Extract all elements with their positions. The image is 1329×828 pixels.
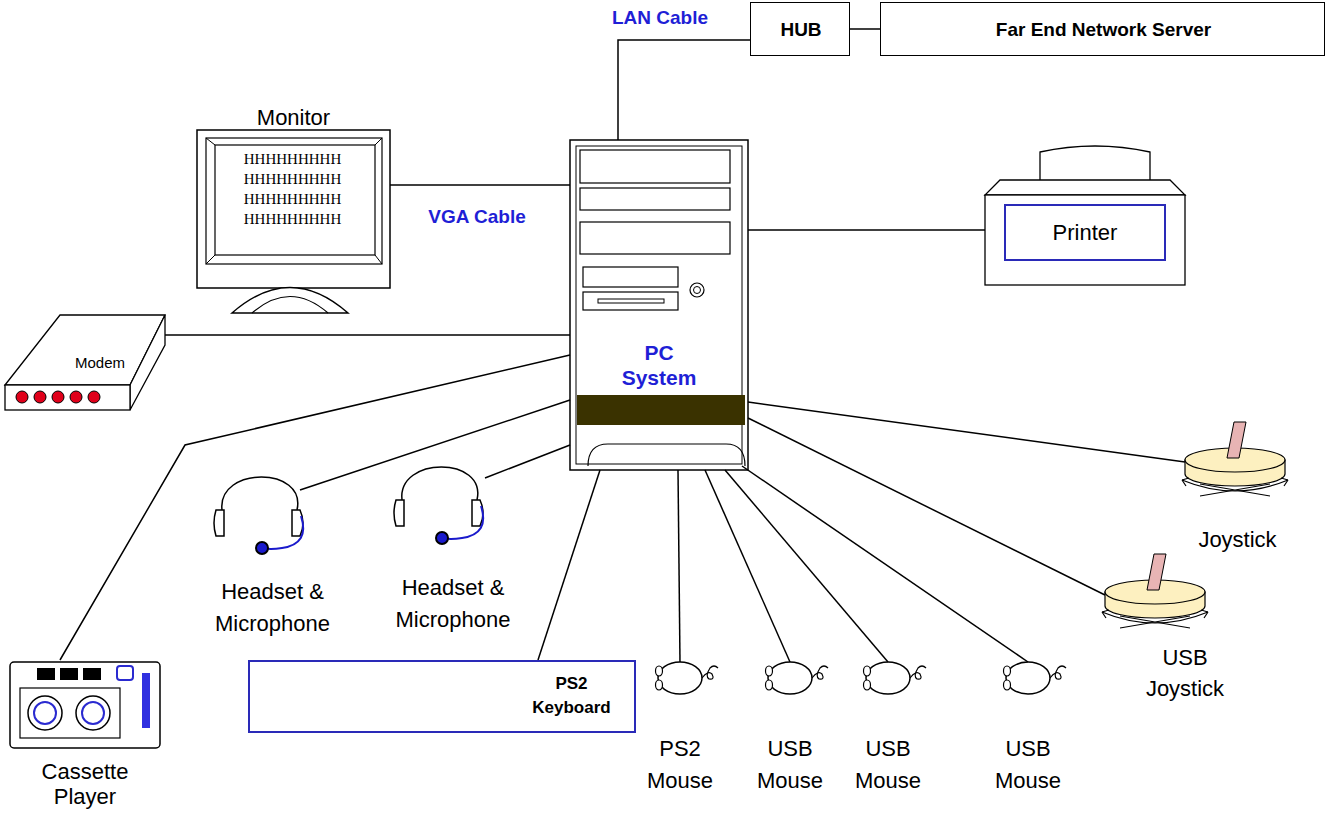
device-label: Monitor: [197, 105, 390, 130]
modem-device: Modem: [5, 315, 170, 410]
pc-tower: PC System: [570, 140, 748, 470]
headset-microphone: Headset & Microphone: [200, 470, 345, 645]
cable-line: [705, 470, 790, 662]
device-label: HUB: [751, 18, 851, 42]
server-box: Far End Network Server: [880, 2, 1325, 56]
cable-line: [618, 40, 750, 140]
joystick-device: USB Joystick: [1095, 550, 1275, 710]
cable-line: [165, 334, 570, 336]
device-label: USB Mouse: [843, 733, 933, 797]
cable-line: [300, 400, 570, 490]
cable-label: VGA Cable: [410, 205, 544, 229]
device-label: PC System: [614, 340, 704, 390]
mouse-device: PS2 Mouse: [635, 655, 725, 795]
cable-line: [748, 402, 1185, 462]
device-label: Headset & Microphone: [200, 576, 345, 640]
joystick-device: Joystick: [1175, 420, 1300, 560]
device-label: PS2 Mouse: [635, 733, 725, 797]
cable-label: LAN Cable: [598, 6, 722, 30]
mouse-device: USB Mouse: [843, 655, 933, 795]
monitor-device: MonitorHHHHHHHHH HHHHHHHHH HHHHHHHHH HHH…: [197, 105, 390, 315]
screen-text: HHHHHHHHH HHHHHHHHH HHHHHHHHH HHHHHHHHH: [225, 149, 360, 229]
printer-device: Printer: [985, 148, 1185, 288]
cable-line: [850, 28, 880, 30]
cable-line: [678, 470, 680, 662]
hub-box: HUB: [750, 2, 850, 56]
device-label: USB Joystick: [1135, 642, 1235, 704]
cable-line: [748, 229, 985, 231]
device-label: Far End Network Server: [881, 18, 1326, 42]
cable-line: [742, 466, 1028, 662]
device-label: USB Mouse: [745, 733, 835, 797]
device-label: Joystick: [1175, 526, 1300, 554]
cassette-player: Cassette Player: [10, 660, 160, 820]
device-label: USB Mouse: [983, 733, 1073, 797]
cable-line: [748, 418, 1105, 595]
device-label: Modem: [60, 354, 140, 372]
cable-line: [725, 470, 888, 662]
device-label: Printer: [985, 220, 1185, 246]
cable-line: [390, 184, 570, 186]
keyboard-box: PS2 Keyboard: [248, 660, 636, 733]
cable-line: [538, 470, 600, 660]
cable-line: [485, 445, 570, 478]
mouse-device: USB Mouse: [745, 655, 835, 795]
cable-line: [60, 355, 570, 660]
device-label: Cassette Player: [35, 759, 135, 809]
mouse-device: USB Mouse: [983, 655, 1073, 795]
device-label: Headset & Microphone: [380, 572, 526, 636]
device-label: PS2 Keyboard: [524, 672, 619, 720]
headset-microphone: Headset & Microphone: [380, 462, 526, 637]
